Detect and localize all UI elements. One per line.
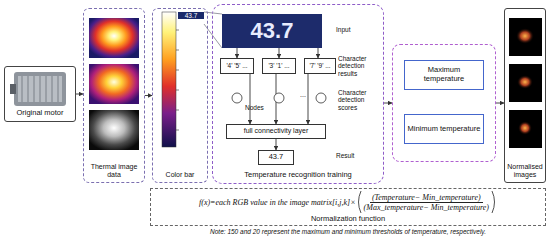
node-text: 43.7 [269, 153, 284, 162]
formula-box: f(x)=each RGB value in the image matrix[… [150, 188, 546, 226]
detection-box: '7' '9' ... [304, 58, 336, 74]
min-temp-box: Minimum temperature [404, 114, 484, 144]
threshold-group: Maximum temperatureMinimum temperature [392, 44, 496, 162]
connector-arrow [237, 48, 238, 58]
motor-photo [10, 72, 66, 106]
node-text: '7' '9' ... [309, 62, 330, 69]
thermal-data-box: Thermal image data [83, 8, 145, 183]
node-text: '3' '1' ... [268, 62, 289, 69]
input-image: 43.7 [222, 14, 322, 48]
normalised-box: Normalised images [504, 8, 546, 183]
node-text: '4' '5' ... [226, 62, 247, 69]
color-bar [162, 12, 179, 147]
connector-arrow [384, 103, 392, 104]
zoom-lines [204, 12, 222, 48]
connector-arrow [76, 94, 83, 95]
numerator: (Temperature− Min_temperature) [370, 193, 483, 203]
connector-arrow [145, 95, 152, 96]
motor-box: Original motor [4, 66, 76, 122]
max-temp-box: Maximum temperature [404, 60, 484, 90]
formula-row: f(x)=each RGB value in the image matrix[… [199, 190, 497, 214]
nodes-label: Nodes [245, 104, 275, 111]
row-label: Character detection results [338, 55, 384, 77]
node-text: Color bar [166, 171, 195, 179]
formula-caption: Normalization function [311, 215, 385, 224]
node-text: 43.7 [251, 18, 294, 43]
node-text: Thermal image data [86, 163, 142, 179]
node-text: Minimum temperature [408, 125, 481, 134]
connector-arrow [279, 48, 280, 58]
connector-arrow [308, 74, 309, 124]
formula-text: f(x)=each RGB value in the image matrix[… [199, 198, 356, 207]
detection-box: '4' '5' ... [220, 58, 254, 74]
detection-box: '3' '1' ... [262, 58, 296, 74]
neuron-circle [274, 93, 284, 103]
color-bar-reading: 43.7 [178, 12, 204, 19]
connector-arrow [318, 48, 319, 58]
thermal-images [89, 18, 139, 150]
node-text: Original motor [16, 109, 63, 118]
node-text: Temperature recognition training [244, 171, 352, 180]
paren [356, 190, 362, 214]
node-text: Maximum temperature [407, 66, 481, 83]
connector-arrow [250, 74, 251, 124]
row-label: Character detection scores [338, 89, 384, 111]
connector-arrow [276, 139, 277, 150]
color-bar-box: Color bar [152, 8, 208, 183]
note-text: Note: 150 and 20 represent the maximum a… [150, 228, 546, 235]
neuron-circle [232, 93, 242, 103]
denominator: (Max_temperature− Min_temperature) [362, 203, 491, 212]
neuron-circle [316, 93, 326, 103]
node-text: full connectivity layer [244, 127, 309, 135]
paren [491, 190, 497, 214]
ellipsis: ... [292, 91, 314, 99]
normalised-thumbnails [509, 18, 542, 148]
node-text: Normalised images [507, 163, 543, 179]
fraction: (Temperature− Min_temperature)(Max_tempe… [362, 193, 491, 212]
row-label: Result [336, 152, 382, 159]
result-box: 43.7 [258, 150, 294, 165]
row-label: Input [336, 26, 382, 33]
fc-layer-box: full connectivity layer [226, 124, 326, 139]
connector-arrow [496, 103, 504, 104]
